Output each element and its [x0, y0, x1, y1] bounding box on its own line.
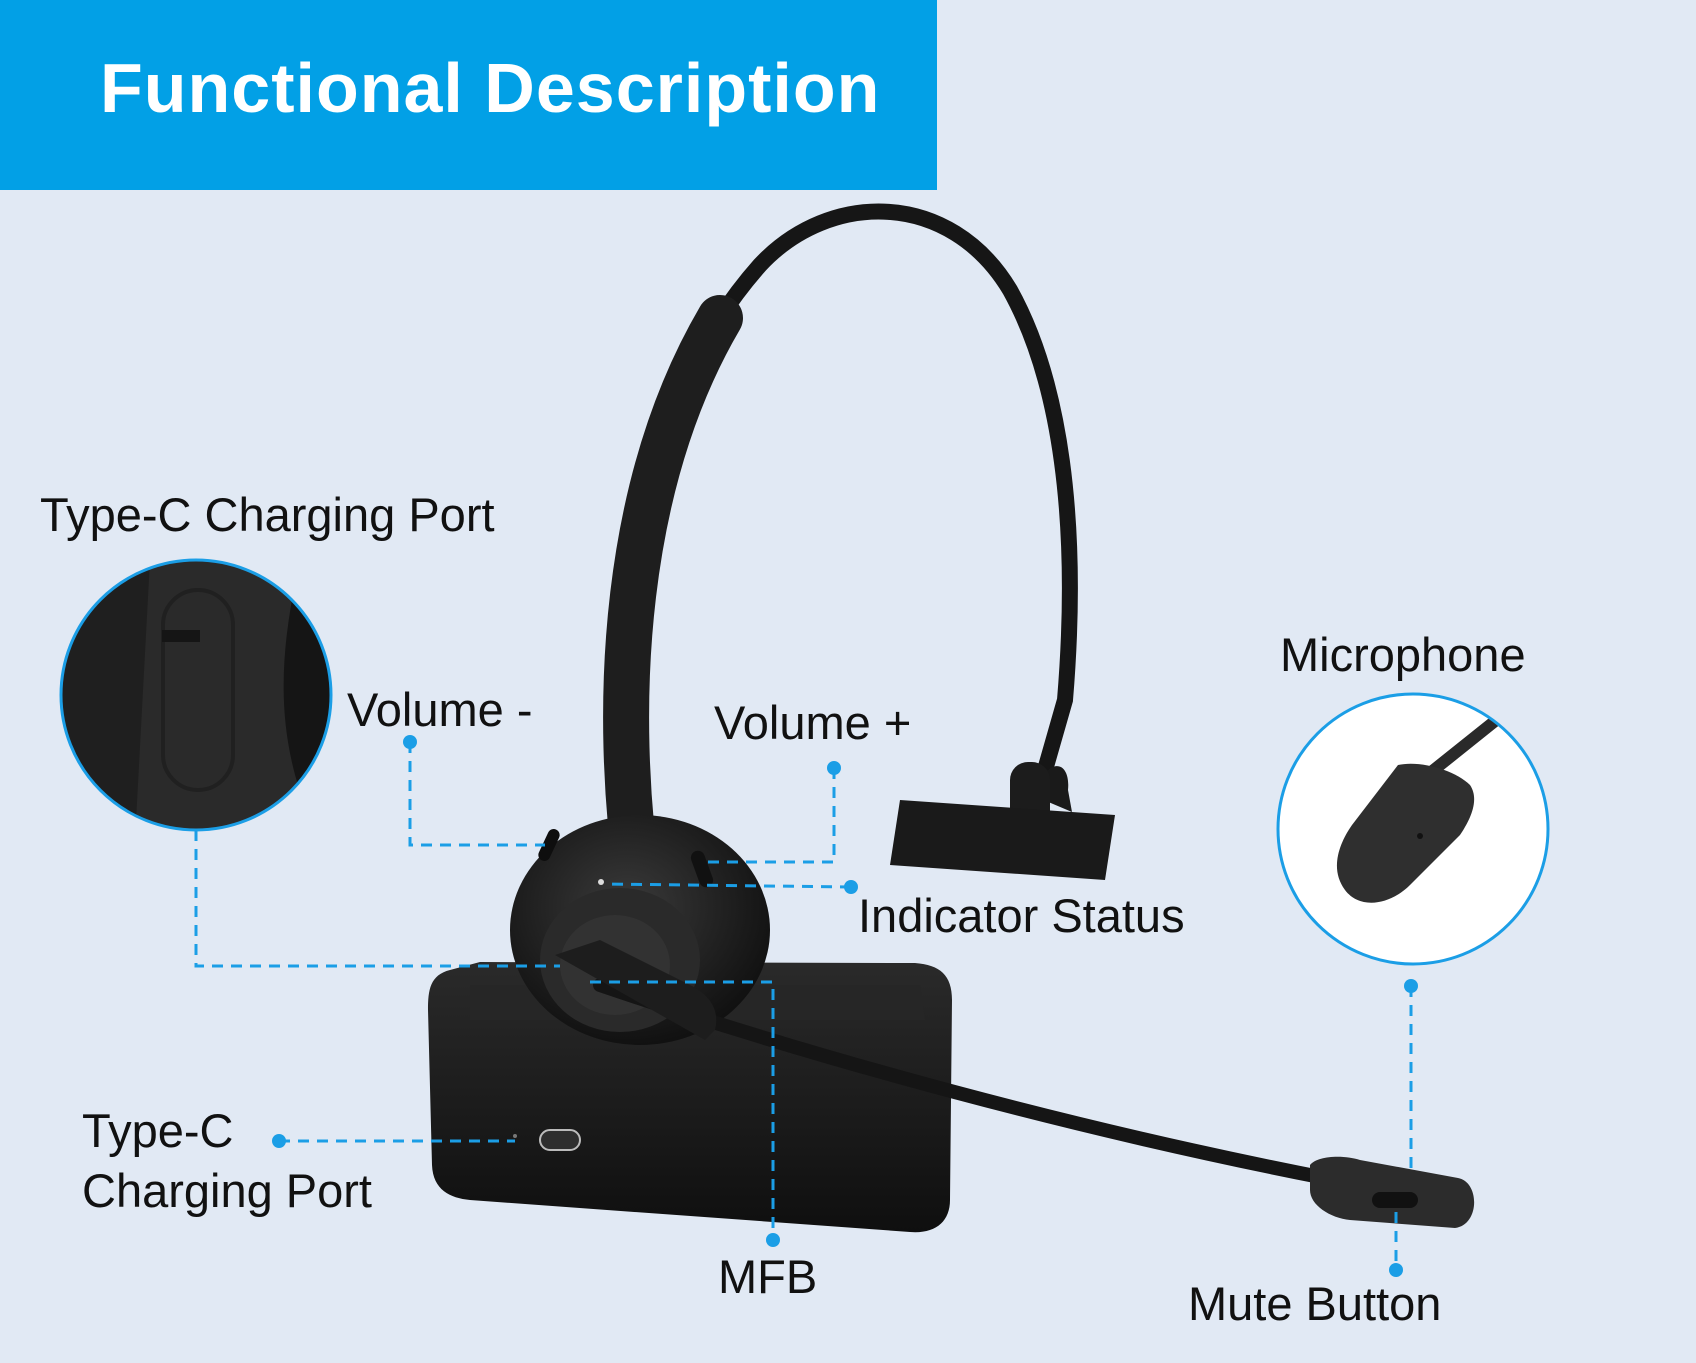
dot-indicator-status	[844, 880, 858, 894]
label-type-c-base-line2: Charging Port	[82, 1164, 372, 1217]
line-indicator-status	[604, 882, 852, 889]
label-microphone: Microphone	[1280, 628, 1526, 681]
mute-key	[1372, 1192, 1418, 1208]
base-type-c-port	[539, 1129, 581, 1151]
ear-cup	[510, 815, 770, 1045]
label-volume-minus: Volume -	[347, 683, 533, 736]
line-mfb	[590, 980, 775, 1240]
dot-mfb	[766, 1233, 780, 1247]
dot-volume-plus	[827, 761, 841, 775]
type-c-port-zoom-icon	[59, 558, 333, 832]
dot-type-c-base	[272, 1134, 286, 1148]
label-mfb: MFB	[718, 1250, 818, 1303]
label-mute-button: Mute Button	[1188, 1277, 1442, 1330]
label-type-c-top: Type-C Charging Port	[40, 488, 495, 541]
indicator-led	[598, 879, 604, 885]
volume-minus-key	[538, 829, 560, 861]
dot-microphone	[1404, 979, 1418, 993]
dot-volume-minus	[403, 735, 417, 749]
dot-mute	[1389, 1263, 1403, 1277]
headband	[603, 203, 1078, 923]
boom-microphone	[555, 940, 1475, 1228]
line-volume-minus	[408, 742, 545, 847]
callout-lines	[194, 742, 1413, 1270]
microphone-zoom-icon	[1276, 692, 1550, 966]
page-title: Functional Description	[100, 49, 881, 127]
label-type-c-base-line1: Type-C	[82, 1104, 234, 1157]
callout-dots	[272, 735, 1418, 1277]
line-type-c-top	[194, 830, 560, 968]
volume-plus-key	[690, 850, 714, 888]
title-banner: Functional Description	[0, 0, 937, 190]
label-volume-plus: Volume +	[714, 696, 912, 749]
label-indicator-status: Indicator Status	[858, 889, 1185, 942]
head-pad	[890, 762, 1115, 880]
